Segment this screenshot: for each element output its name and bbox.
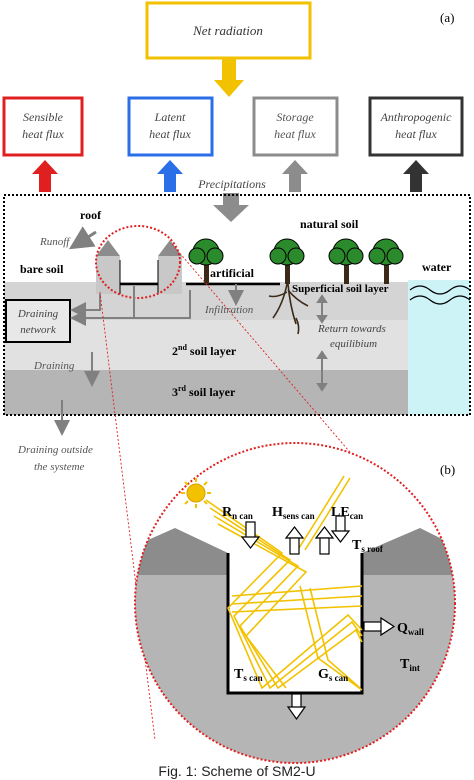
second-soil-layer bbox=[4, 320, 408, 370]
zoom-frame bbox=[134, 442, 456, 764]
return-label-2: equilibium bbox=[330, 338, 377, 350]
runoff-arrow bbox=[68, 226, 97, 250]
draining-network-label-2: network bbox=[20, 324, 57, 336]
qwall-arrow bbox=[363, 616, 396, 637]
sensible-label-1: Sensible bbox=[23, 110, 64, 124]
panel-b-tag: (b) bbox=[440, 462, 455, 477]
superficial-layer-label: Superficial soil layer bbox=[292, 283, 389, 295]
latent-label-2: heat flux bbox=[149, 127, 191, 141]
zoom-circle bbox=[95, 225, 181, 299]
anthropogenic-heat-flux-box: Anthropogenic heat flux bbox=[368, 96, 464, 157]
anthropogenic-label-2: heat flux bbox=[395, 127, 437, 141]
draining-network-box: Draining network bbox=[5, 299, 71, 343]
second-layer-label: 2nd soil layer bbox=[172, 343, 237, 358]
storage-up-arrow bbox=[282, 160, 308, 192]
storage-heat-flux-box: Storage heat flux bbox=[252, 96, 339, 157]
panel-a-tag: (a) bbox=[440, 10, 454, 25]
ground-flux-arrow bbox=[286, 693, 307, 721]
draining-outside-label-1: Draining outside bbox=[17, 444, 93, 456]
precipitation-arrow bbox=[213, 193, 249, 222]
tree-natural-2 bbox=[328, 238, 364, 284]
sensible-heat-flux-box: Sensible heat flux bbox=[2, 96, 84, 157]
third-layer-label: 3rd soil layer bbox=[172, 384, 236, 399]
tint-label: Tint bbox=[400, 657, 420, 673]
storage-label-2: heat flux bbox=[274, 127, 316, 141]
net-radiation-box: Net radiation bbox=[145, 1, 312, 60]
tree-natural-1 bbox=[269, 238, 305, 284]
draining-outside-label-2: the systeme bbox=[34, 461, 85, 473]
le-arrow bbox=[314, 526, 335, 555]
gscan-label: Gs can bbox=[318, 667, 348, 683]
storage-label-1: Storage bbox=[276, 110, 314, 124]
draining-label: Draining bbox=[33, 360, 75, 372]
artificial-label: artificial bbox=[210, 266, 255, 280]
anthropogenic-label-1: Anthropogenic bbox=[380, 110, 453, 124]
infiltration-label: Infiltration bbox=[204, 304, 254, 316]
latent-up-arrow bbox=[157, 160, 183, 192]
bare-soil-label: bare soil bbox=[20, 262, 64, 276]
latent-label-1: Latent bbox=[154, 110, 186, 124]
tscan-label: Ts can bbox=[234, 667, 263, 683]
tsroof-arrow bbox=[330, 515, 351, 543]
water-waves bbox=[409, 285, 471, 305]
zoom-line-left bbox=[99, 291, 156, 741]
sensible-label-2: heat flux bbox=[22, 127, 64, 141]
hsens-arrow bbox=[284, 526, 305, 555]
panel-a-frame bbox=[3, 194, 471, 416]
roof-label: roof bbox=[80, 208, 102, 222]
canyon-walls bbox=[226, 553, 364, 695]
draining-network-label-1: Draining bbox=[17, 308, 59, 320]
latent-heat-flux-box: Latent heat flux bbox=[127, 96, 214, 157]
tsroof-label: Ts roof bbox=[352, 538, 384, 554]
sensible-up-arrow bbox=[32, 160, 58, 192]
anthropogenic-up-arrow bbox=[403, 160, 429, 192]
third-soil-layer bbox=[4, 370, 408, 415]
natural-soil-label: natural soil bbox=[300, 217, 359, 231]
solar-rays bbox=[205, 475, 363, 691]
figure-caption: Fig. 1: Scheme of SM2-U bbox=[158, 763, 315, 779]
tree-natural-3 bbox=[368, 238, 404, 284]
le-label: LEcan bbox=[331, 505, 363, 521]
tree-artificial bbox=[188, 238, 224, 284]
water-body bbox=[408, 280, 470, 415]
zoom-line-right bbox=[171, 243, 443, 561]
return-arrows bbox=[316, 294, 328, 392]
net-radiation-arrow bbox=[214, 58, 244, 97]
runoff-label: Runoff bbox=[39, 236, 71, 248]
qwall-label: Qwall bbox=[397, 621, 424, 637]
hsens-label: Hsens can bbox=[272, 505, 315, 521]
net-radiation-label: Net radiation bbox=[192, 23, 263, 38]
precipitations-label: Precipitations bbox=[197, 177, 266, 191]
rn-arrow bbox=[240, 521, 261, 549]
return-label-1: Return towards bbox=[317, 323, 386, 335]
zoom-roof-right bbox=[362, 528, 455, 575]
rn-label: Rn can bbox=[222, 505, 253, 521]
draining-pipes bbox=[70, 286, 191, 326]
zoom-roof-left bbox=[135, 528, 228, 575]
water-label: water bbox=[422, 260, 452, 274]
tree-roots bbox=[268, 283, 309, 335]
building-right bbox=[157, 240, 182, 294]
sun-icon bbox=[181, 478, 211, 508]
